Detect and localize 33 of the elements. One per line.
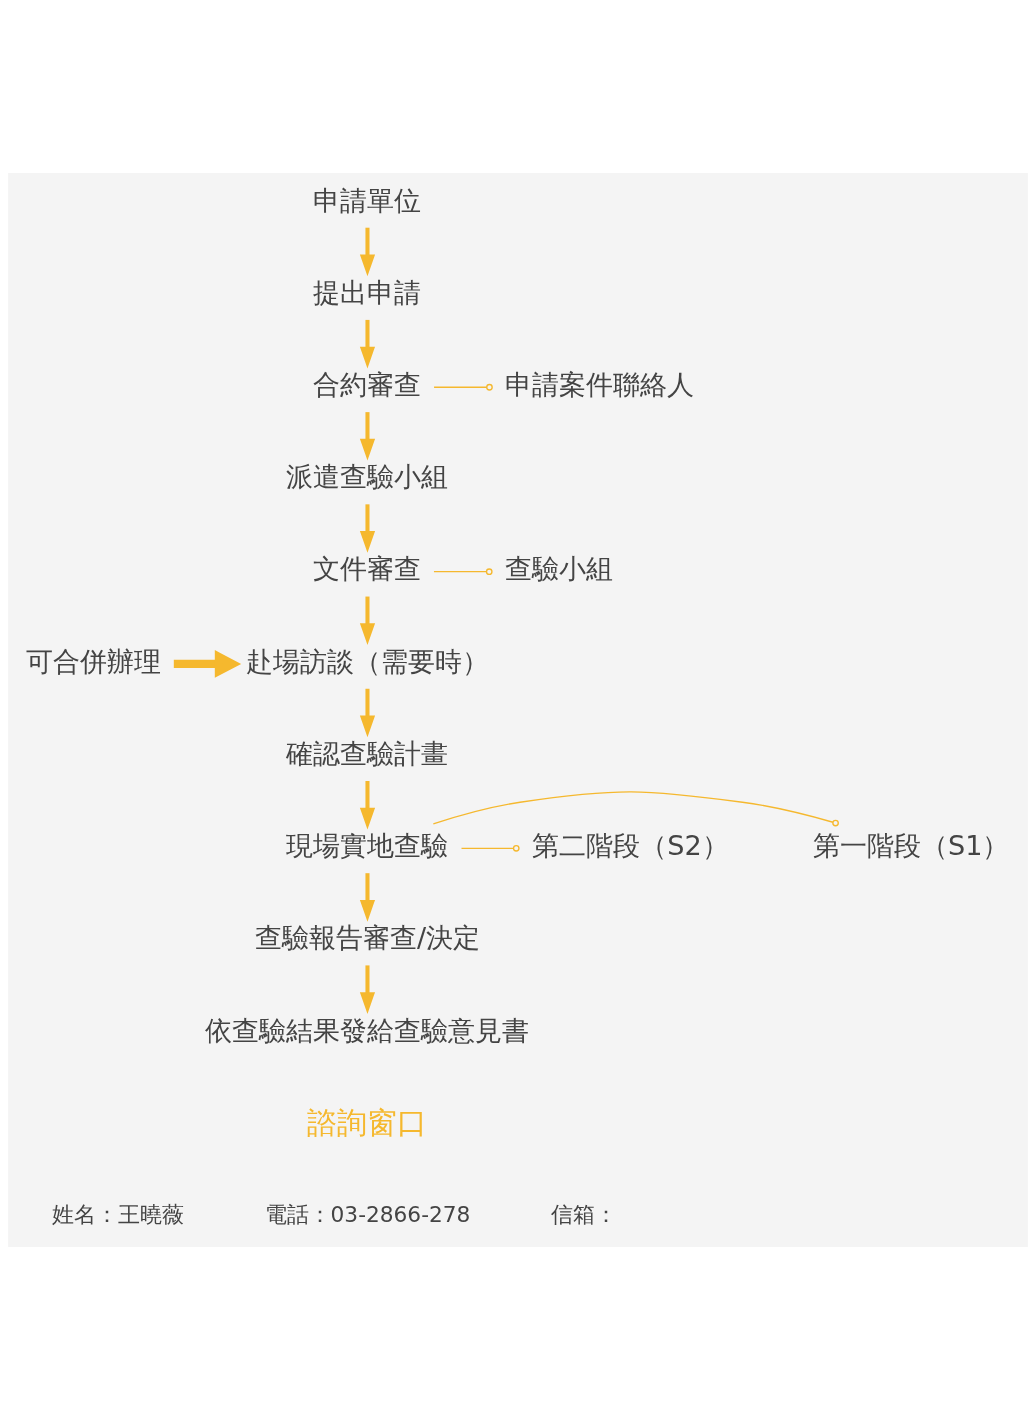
arrow (359, 319, 376, 369)
node-text: 可合併辦理 (26, 645, 162, 677)
arrow (359, 227, 376, 277)
node-text: 查驗小組 (504, 553, 613, 585)
connector (432, 791, 839, 827)
node-text: 派遣查驗小組 (286, 461, 449, 493)
node-text: 第一階段（S1） (813, 830, 1010, 862)
node-text: 文件審查 (313, 553, 422, 585)
node-text: 申請案件聯絡人 (504, 369, 694, 401)
node-text: 現場實地查驗 (286, 830, 449, 862)
label: 姓名：王曉薇 (51, 1202, 184, 1228)
arrow (359, 688, 376, 738)
arrow (359, 504, 376, 553)
arrow (359, 596, 376, 646)
arrow (173, 650, 242, 678)
node-text: 第二階段（S2） (532, 830, 729, 862)
label: 諮詢窗口 (307, 1104, 428, 1140)
connector (433, 568, 493, 576)
arrow (359, 965, 376, 1014)
connector (433, 383, 493, 391)
node-text: 合約審查 (313, 369, 422, 401)
node-text: 依查驗結果發給查驗意見書 (205, 1014, 530, 1046)
node-text: 申請單位 (313, 184, 422, 216)
arrow (359, 873, 376, 922)
node-text: 查驗報告審查/決定 (254, 922, 481, 954)
node-text: 提出申請 (313, 276, 422, 308)
connector (460, 844, 520, 852)
node-text: 赴場訪談（需要時） (245, 645, 489, 677)
arrow (359, 781, 376, 830)
label: 電話：03-2866-278 (264, 1202, 471, 1228)
label: 信箱： (551, 1202, 618, 1228)
arrow (359, 412, 376, 461)
node-text: 確認查驗計畫 (286, 737, 449, 769)
